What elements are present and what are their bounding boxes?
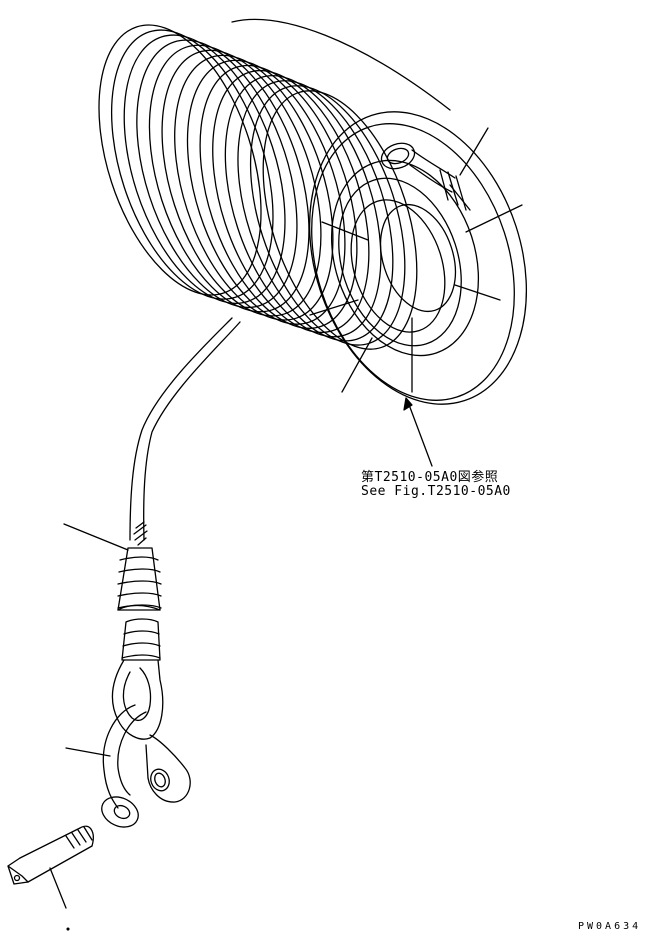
drum-flange-outer [308, 111, 528, 405]
cable-coil [148, 44, 310, 313]
wire-rope [129, 317, 241, 546]
flange-spokes [309, 127, 523, 393]
reference-note-english: See Fig.T2510-05A0 [361, 484, 511, 499]
cable-coil [224, 75, 382, 338]
cable-coil [98, 24, 262, 296]
drum-top-outline [231, 18, 451, 111]
cable-coil [136, 39, 298, 309]
cable-coil [186, 59, 346, 325]
cable-coil [199, 64, 358, 329]
cable-coil [123, 34, 286, 304]
hub-ring-1 [330, 159, 480, 357]
drum-flange-inner [311, 123, 515, 401]
part-leaders [49, 523, 129, 931]
wedge-socket-upper [117, 547, 162, 611]
cable-drum [98, 18, 528, 467]
reference-leader [407, 401, 433, 467]
cable-coil [249, 85, 406, 346]
drawing-id-label: PW0A634 [578, 921, 642, 932]
cable-coil [262, 90, 418, 350]
reference-arrow [403, 397, 413, 411]
reference-note-japanese: 第T2510-05A0図参照 [361, 470, 499, 485]
cable-coil [212, 69, 370, 334]
cable-anchor [380, 142, 471, 211]
hub-ring-3 [350, 199, 446, 333]
shackle-pin [7, 825, 94, 885]
hub-ring-2 [338, 177, 462, 347]
cable-coils [98, 24, 418, 350]
shackle [101, 704, 191, 828]
wedge-socket-lower [111, 618, 164, 740]
hub-bore [379, 203, 457, 313]
cable-coil [237, 80, 394, 342]
cable-coil [161, 49, 322, 317]
cable-coil [110, 29, 274, 300]
